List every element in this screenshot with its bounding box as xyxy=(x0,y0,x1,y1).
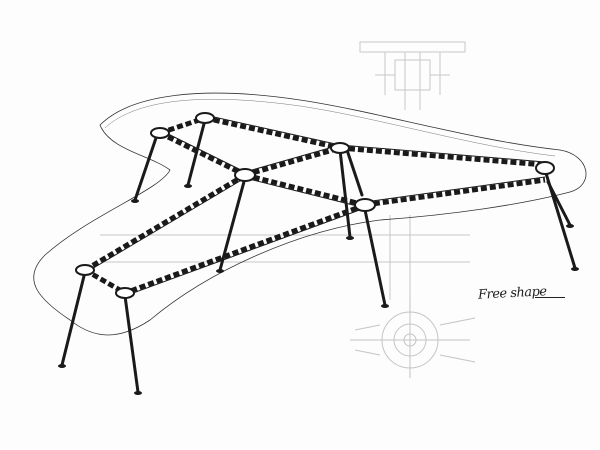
annotation-underline xyxy=(535,297,565,298)
leg-feet xyxy=(58,184,579,395)
technical-detail-top xyxy=(359,41,466,110)
technical-detail-circle xyxy=(350,300,476,378)
beam-edges xyxy=(84,114,546,297)
table-top-outline xyxy=(33,92,587,336)
frame-joints xyxy=(75,112,555,299)
